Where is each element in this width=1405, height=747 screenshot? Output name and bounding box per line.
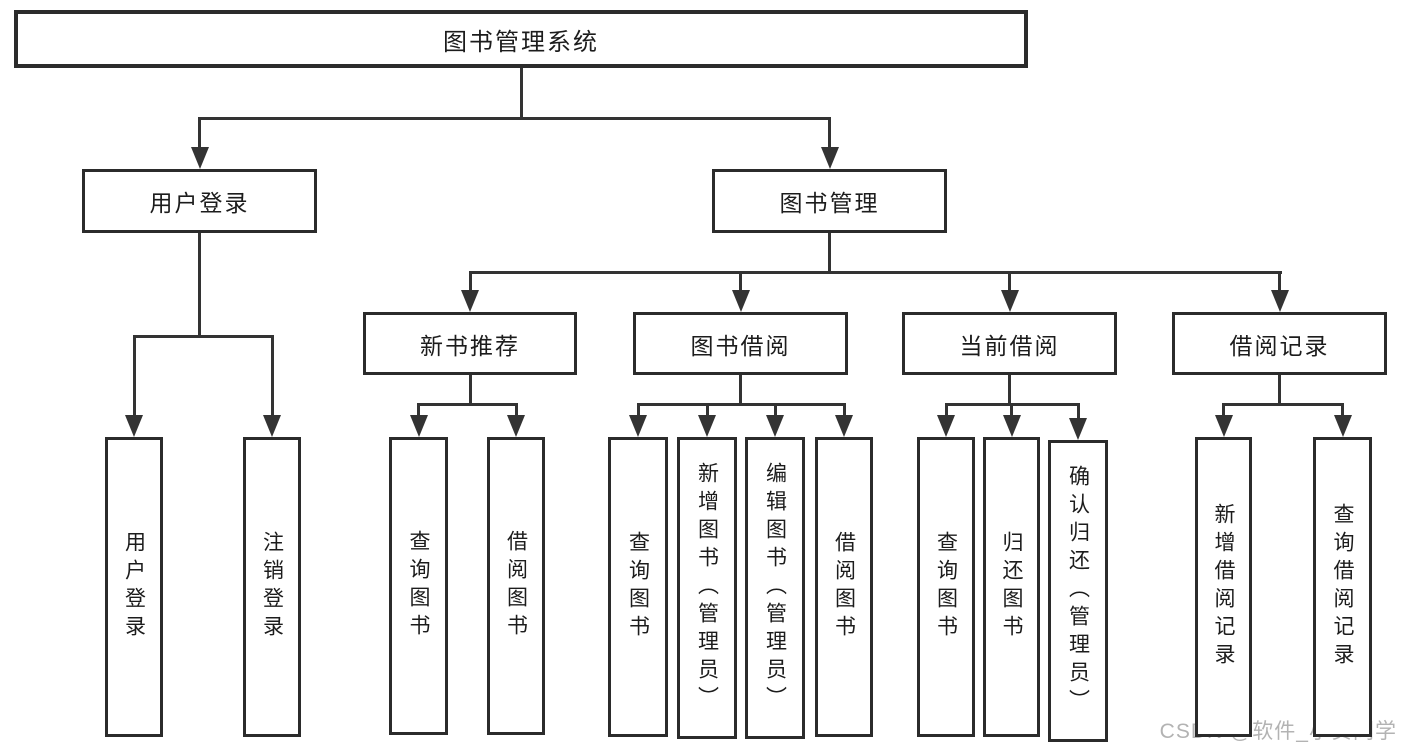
- connector-line: [1008, 271, 1011, 294]
- node-book-management: 图书管理: [712, 169, 947, 233]
- connector-line: [636, 403, 640, 420]
- node-leaf-query-book-b: 查询图书: [608, 437, 668, 737]
- node-label: 归还图书: [1000, 531, 1023, 643]
- connector-line: [1008, 375, 1011, 406]
- connector-line: [198, 233, 201, 338]
- connector-line: [828, 117, 831, 150]
- node-label: 借阅记录: [1229, 332, 1330, 359]
- node-book-borrowing: 图书借阅: [633, 312, 848, 375]
- node-root: 图书管理系统: [14, 10, 1028, 68]
- connector-line: [773, 403, 777, 420]
- node-leaf-logout: 注销登录: [243, 437, 301, 737]
- node-borrowing-records: 借阅记录: [1172, 312, 1387, 375]
- node-user-login-branch: 用户登录: [82, 169, 317, 233]
- node-label: 借阅图书: [504, 530, 528, 642]
- node-leaf-user-login: 用户登录: [105, 437, 163, 737]
- node-leaf-add-borrow-record: 新增借阅记录: [1195, 437, 1252, 737]
- arrowhead-down-icon: [263, 415, 281, 437]
- arrowhead-down-icon: [1069, 418, 1087, 440]
- arrowhead-down-icon: [190, 147, 209, 169]
- connector-line: [198, 117, 201, 150]
- node-label: 借阅图书: [832, 531, 856, 643]
- connector-line: [468, 271, 472, 294]
- connector-line: [1278, 375, 1281, 406]
- arrowhead-down-icon: [820, 147, 839, 169]
- arrowhead-down-icon: [937, 415, 955, 437]
- node-label: 查询图书: [934, 531, 958, 643]
- arrowhead-down-icon: [731, 290, 750, 312]
- node-leaf-add-book-admin: 新增图书（管理员）: [677, 437, 737, 739]
- connector-line: [270, 335, 274, 417]
- node-label: 用户登录: [122, 531, 146, 643]
- arrowhead-down-icon: [125, 415, 143, 437]
- connector-line: [1341, 403, 1344, 420]
- arrowhead-down-icon: [507, 415, 525, 437]
- node-leaf-return-book: 归还图书: [983, 437, 1040, 737]
- connector-line: [636, 403, 846, 406]
- connector-line: [705, 403, 709, 420]
- connector-line: [514, 403, 518, 420]
- arrowhead-down-icon: [1270, 290, 1289, 312]
- node-leaf-query-borrow-record: 查询借阅记录: [1313, 437, 1372, 737]
- node-leaf-edit-book-admin: 编辑图书（管理员）: [745, 437, 805, 739]
- node-label: 注销登录: [260, 531, 284, 643]
- connector-line: [132, 335, 136, 417]
- arrowhead-down-icon: [1333, 415, 1352, 437]
- arrowhead-down-icon: [409, 415, 428, 437]
- connector-line: [842, 403, 846, 420]
- arrowhead-down-icon: [1002, 415, 1021, 437]
- connector-line: [1222, 403, 1225, 420]
- connector-line: [1076, 403, 1080, 420]
- connector-line: [468, 375, 472, 406]
- node-label: 确认归还（管理员）: [1066, 465, 1090, 717]
- arrowhead-down-icon: [1214, 415, 1233, 437]
- node-label: 当前借阅: [959, 332, 1060, 359]
- node-label: 新增图书（管理员）: [695, 462, 719, 714]
- connector-line: [417, 403, 518, 406]
- connector-line: [739, 271, 742, 294]
- arrowhead-down-icon: [698, 415, 716, 437]
- node-label: 查询借阅记录: [1331, 503, 1354, 671]
- connector-line: [944, 403, 948, 420]
- node-label: 查询图书: [407, 530, 430, 642]
- arrowhead-down-icon: [835, 415, 853, 437]
- connector-line: [1278, 271, 1281, 294]
- arrowhead-down-icon: [461, 290, 479, 312]
- node-label: 编辑图书（管理员）: [763, 462, 787, 714]
- node-label: 查询图书: [626, 531, 650, 643]
- node-leaf-borrow-book-b: 借阅图书: [815, 437, 873, 737]
- node-label: 图书借阅: [690, 332, 791, 359]
- connector-line: [468, 271, 1282, 274]
- connector-line: [828, 233, 831, 274]
- node-new-book-recommend: 新书推荐: [363, 312, 577, 375]
- connector-line: [417, 403, 420, 420]
- node-label: 新增借阅记录: [1212, 503, 1235, 671]
- connector-line: [198, 117, 831, 120]
- connector-line: [739, 375, 742, 406]
- node-leaf-borrow-book-a: 借阅图书: [487, 437, 545, 735]
- connector-line: [1010, 403, 1013, 420]
- node-label: 图书管理系统: [443, 28, 599, 56]
- connector-line: [132, 335, 274, 338]
- arrowhead-down-icon: [629, 415, 647, 437]
- connector-line: [519, 68, 523, 120]
- node-label: 图书管理: [779, 190, 880, 216]
- connector-line: [1222, 403, 1344, 406]
- arrowhead-down-icon: [766, 415, 784, 437]
- node-label: 新书推荐: [420, 332, 520, 359]
- node-current-borrowing: 当前借阅: [902, 312, 1117, 375]
- node-leaf-confirm-return: 确认归还（管理员）: [1048, 440, 1108, 742]
- arrowhead-down-icon: [1000, 290, 1019, 312]
- node-leaf-query-book-c: 查询图书: [917, 437, 975, 737]
- node-label: 用户登录: [149, 190, 250, 216]
- node-leaf-query-book-a: 查询图书: [389, 437, 448, 735]
